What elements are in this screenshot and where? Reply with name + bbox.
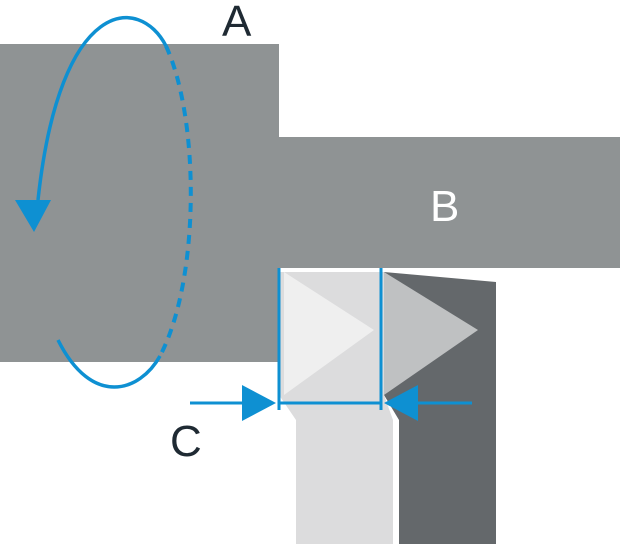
feed-arrow-left-head bbox=[242, 385, 276, 421]
workpiece-shaft bbox=[0, 44, 620, 362]
label-c: C bbox=[170, 417, 202, 466]
label-b: B bbox=[430, 182, 459, 231]
rotation-arc-solid-bottom bbox=[56, 339, 162, 389]
feed-arrow-right-head bbox=[384, 385, 418, 421]
label-a: A bbox=[222, 0, 252, 46]
rotation-arc-solid-top bbox=[36, 16, 168, 201]
rotation-arrow-head bbox=[15, 200, 51, 232]
tool-tip-facet-mid bbox=[384, 272, 478, 395]
rotation-arc-dashed bbox=[158, 45, 193, 357]
tool-tip-facet-light bbox=[284, 272, 374, 395]
